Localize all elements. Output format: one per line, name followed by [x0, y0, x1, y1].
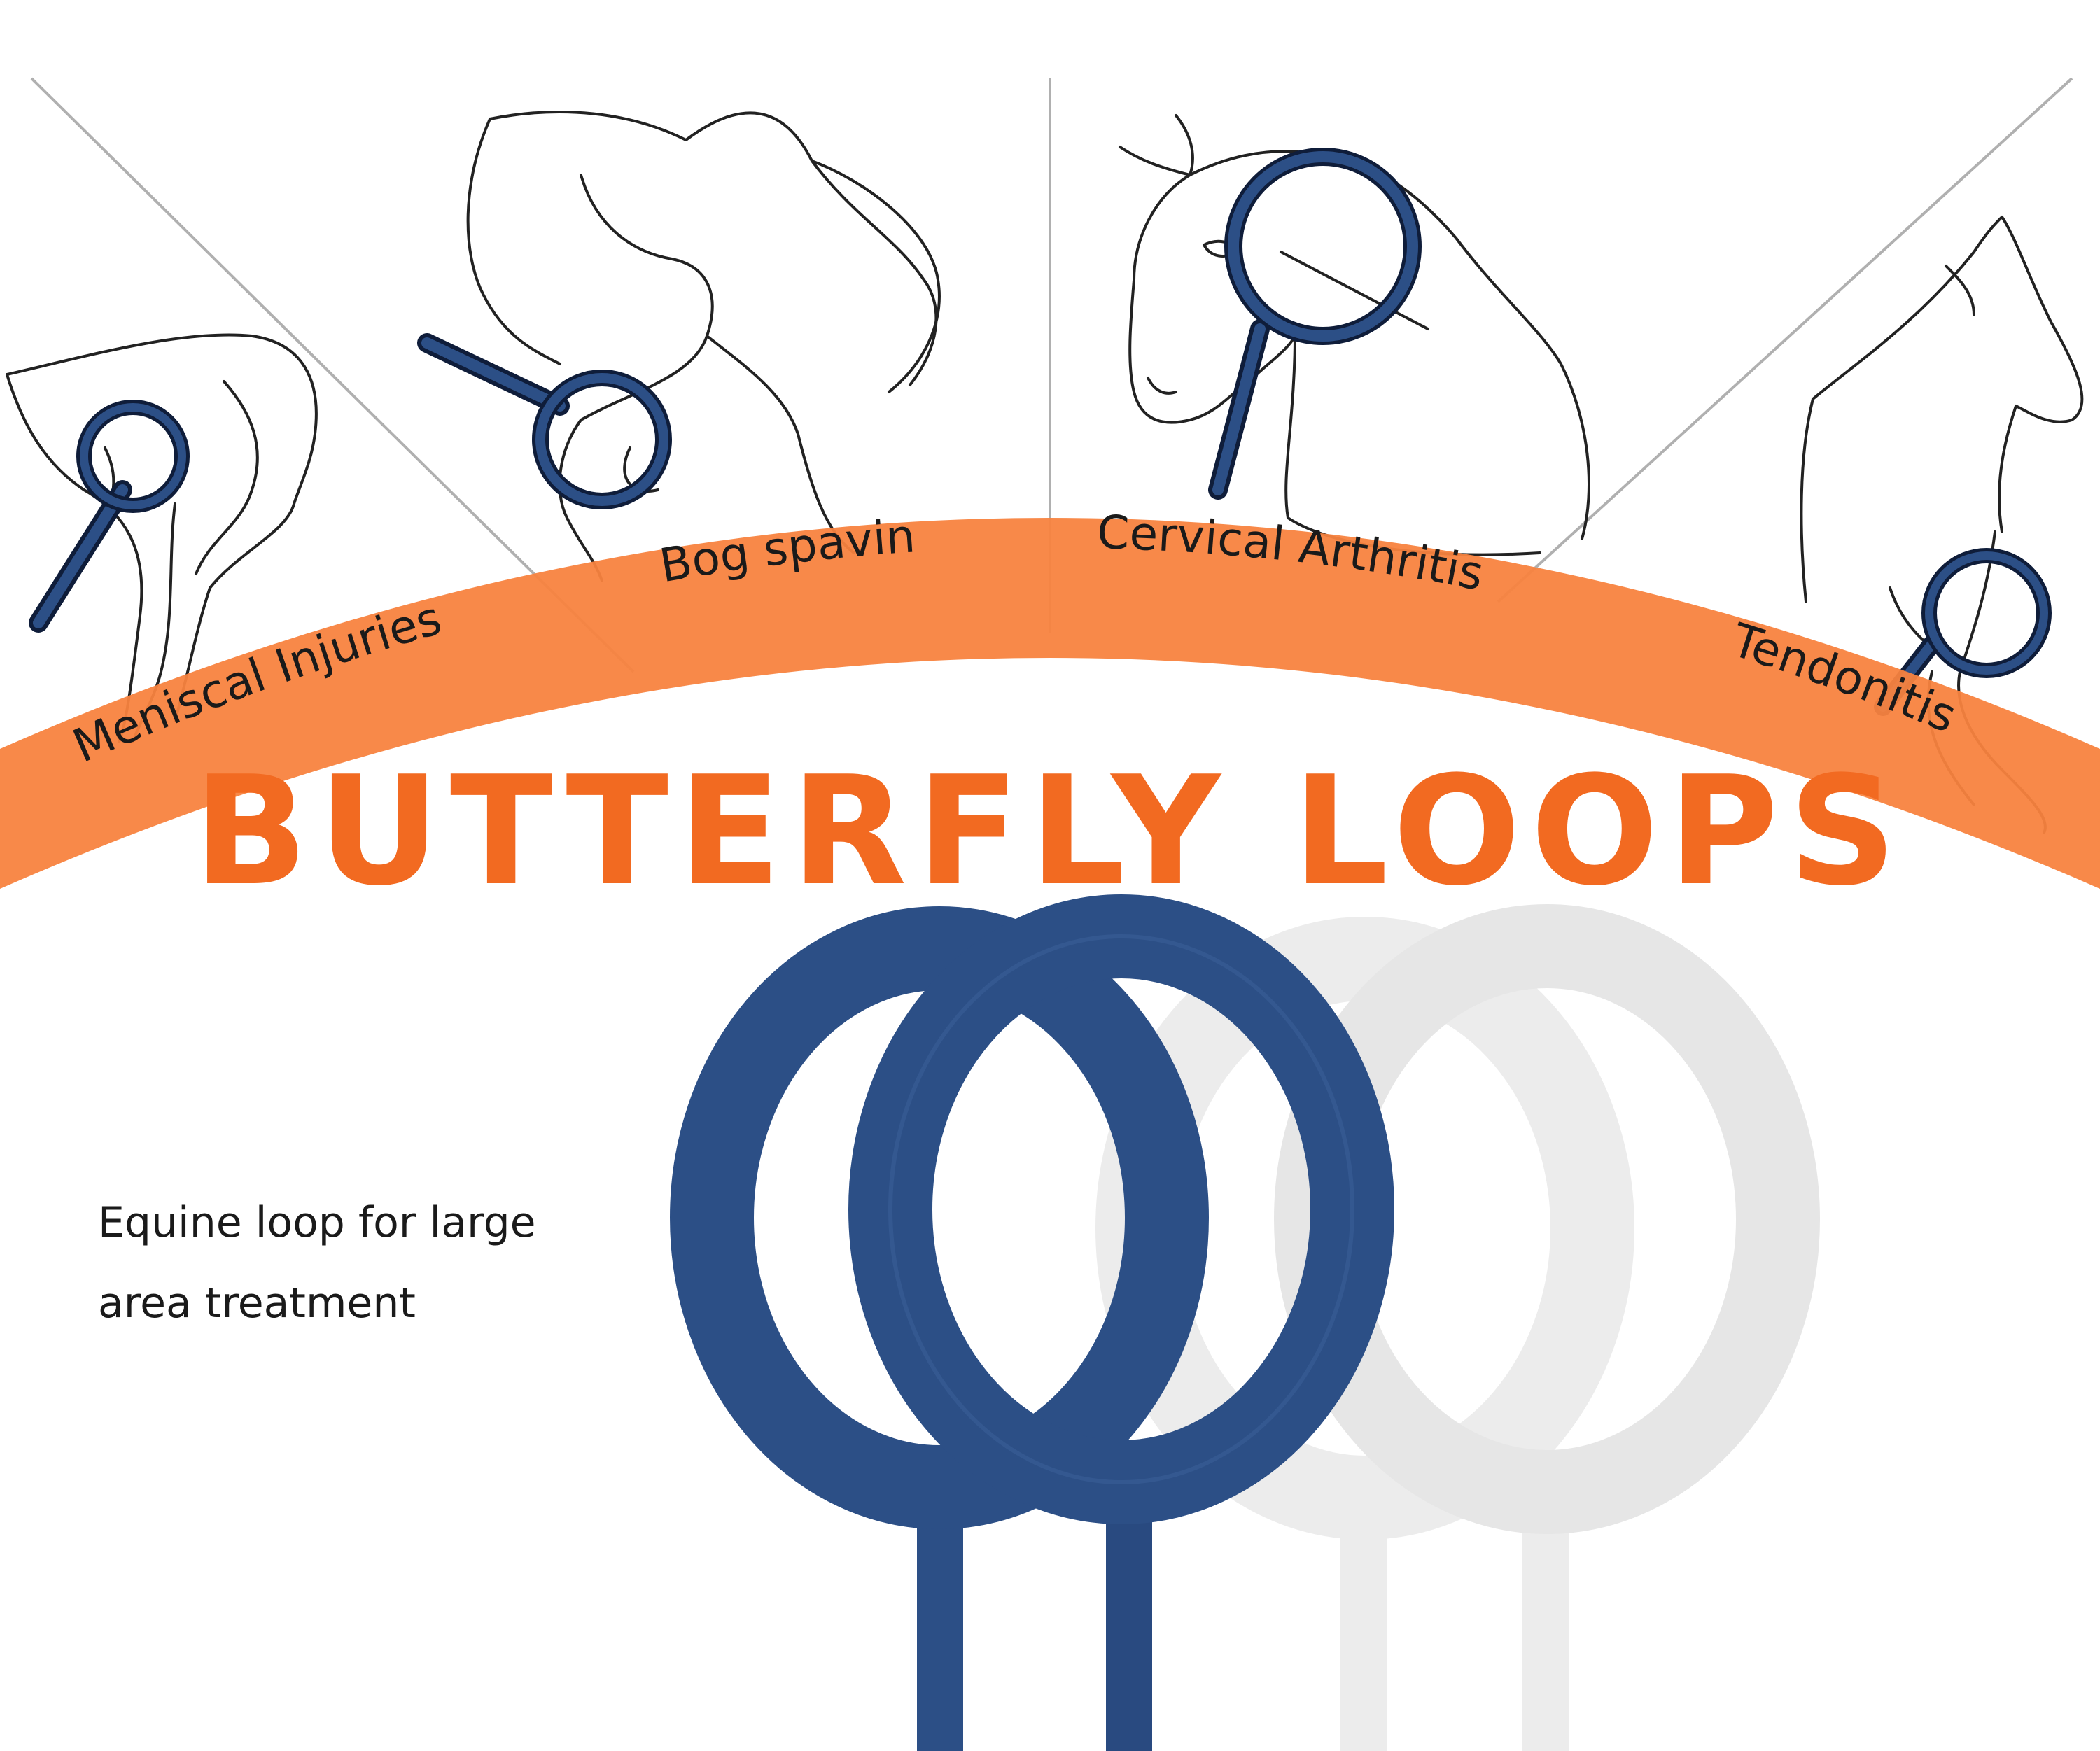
orange-arc-band — [0, 518, 2100, 889]
white-loops — [1096, 904, 1820, 1751]
product-title: BUTTERFLY LOOPS — [193, 743, 1907, 919]
loop-applicator-icon — [417, 333, 672, 509]
description-line-2: area treatment — [98, 1279, 416, 1328]
loop-applicator-icon — [1874, 548, 2052, 716]
horse-hock-sketch — [466, 111, 941, 582]
description-line-1: Equine loop for large — [98, 1198, 536, 1247]
blue-loops — [670, 894, 1394, 1751]
loop-applicator-icon — [1208, 148, 1422, 500]
product-description: Equine loop for large area treatment — [98, 1183, 630, 1344]
loop-applicator-icon — [29, 400, 190, 633]
